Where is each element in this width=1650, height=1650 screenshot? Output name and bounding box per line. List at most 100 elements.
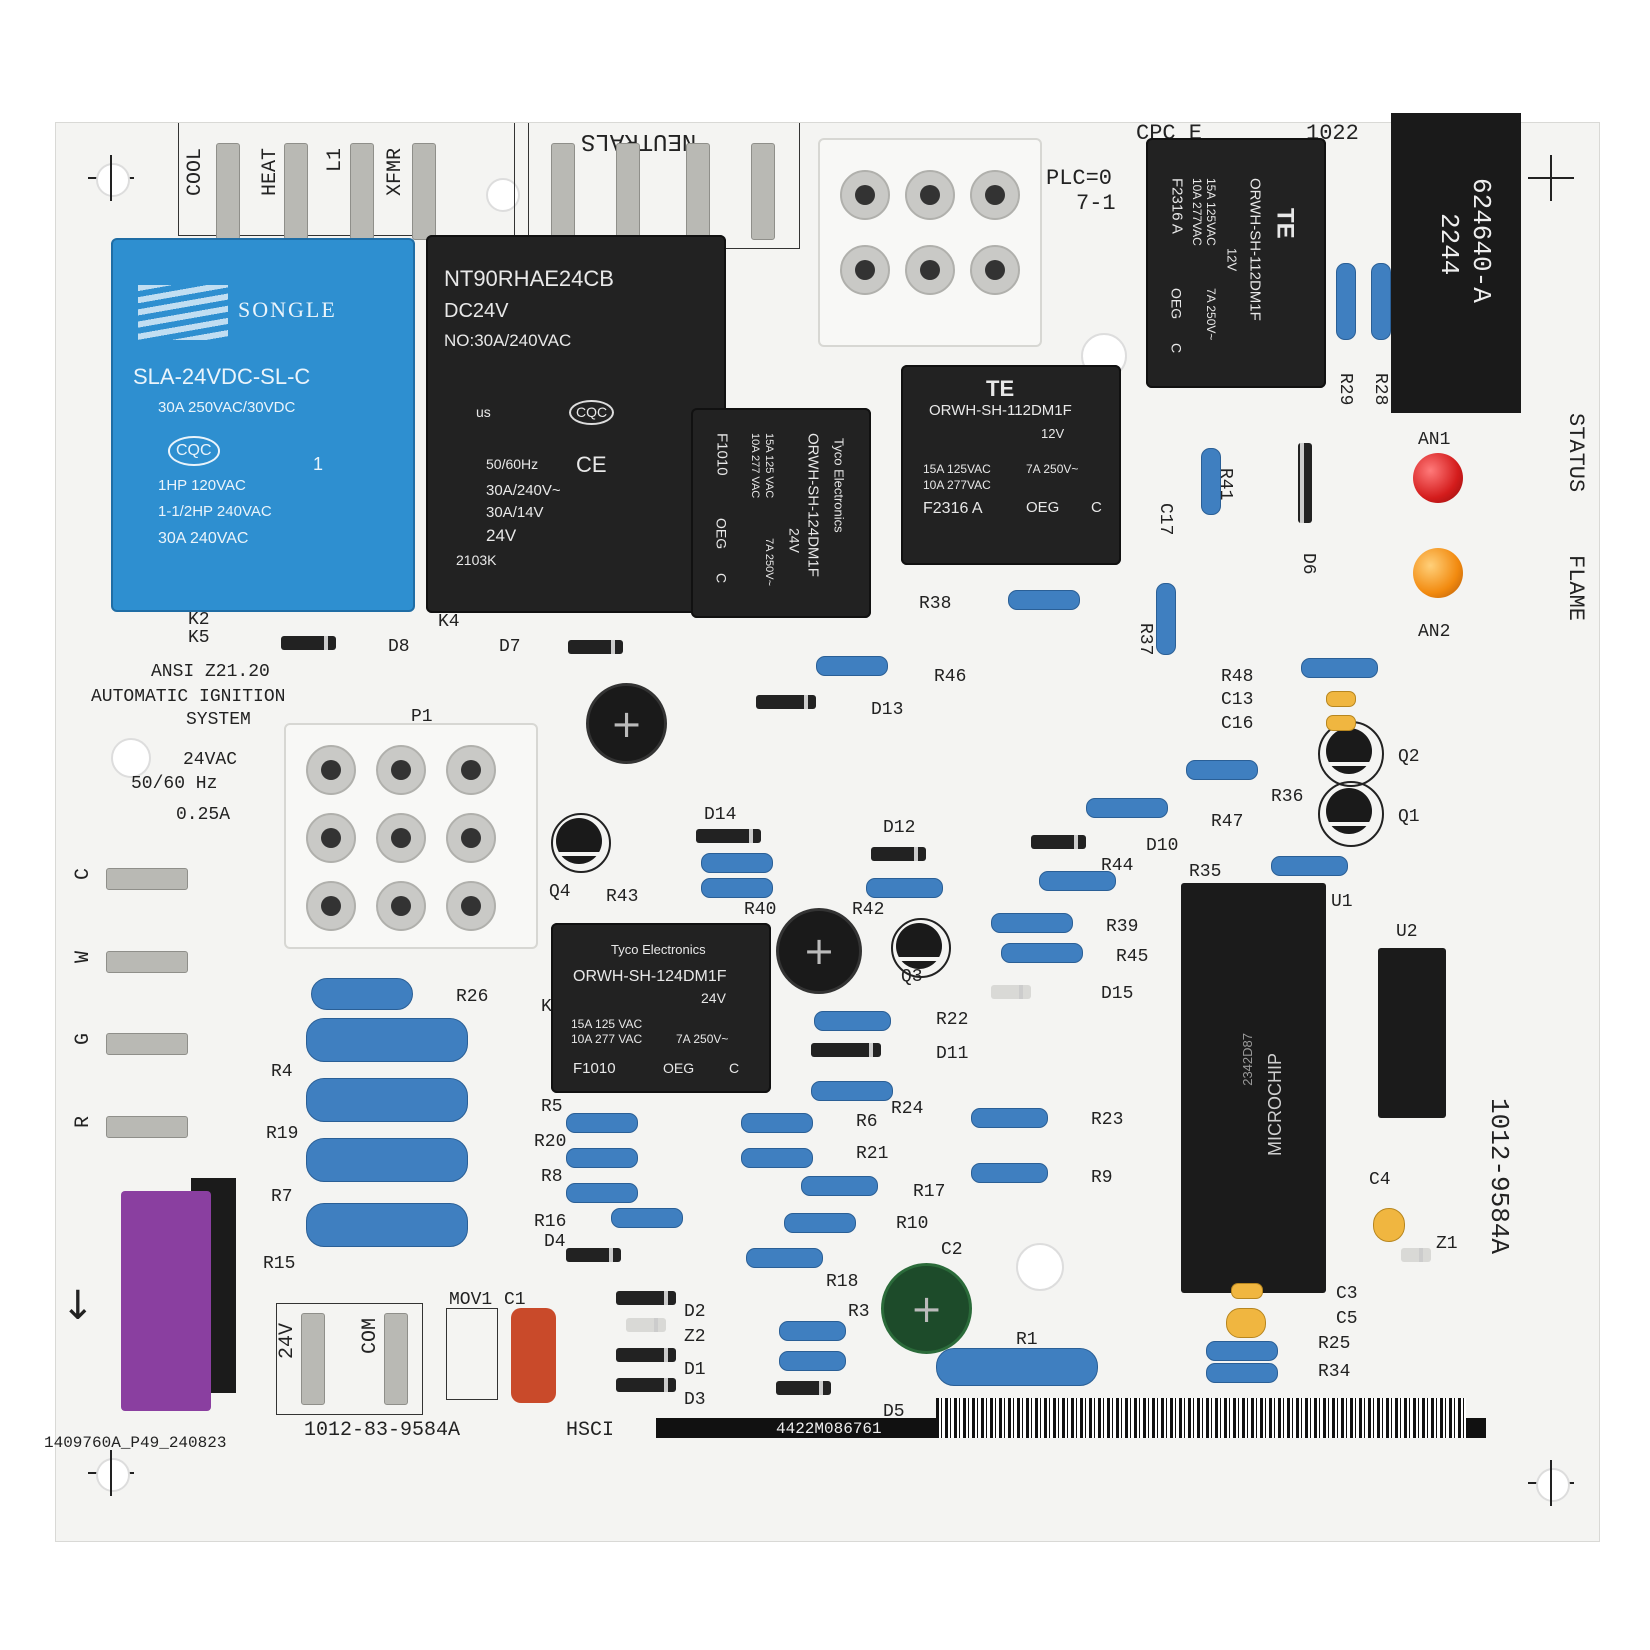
k1-r2: 10A 277 VAC — [571, 1032, 643, 1046]
resistor-r26 — [290, 978, 434, 1010]
neutral-terminal[interactable] — [686, 143, 710, 240]
automatic-text: AUTOMATIC IGNITION — [91, 687, 286, 707]
connector-p1[interactable] — [284, 723, 538, 949]
diode-d13 — [756, 695, 816, 709]
te-code: F2316 A — [923, 500, 983, 517]
u1-code: 2342D87 — [1240, 1033, 1255, 1086]
r22-label: R22 — [936, 1010, 969, 1030]
terminal-com[interactable] — [384, 1313, 408, 1405]
resistor-r23 — [950, 1108, 1069, 1128]
diode-d1 — [616, 1348, 676, 1362]
r39-label: R39 — [1106, 917, 1139, 937]
flame-led — [1413, 548, 1463, 598]
hole — [1016, 1243, 1064, 1291]
r5-label: R5 — [541, 1097, 563, 1117]
spade-terminal-l1[interactable] — [350, 143, 374, 240]
r3-label: R3 — [848, 1302, 870, 1322]
r21-label: R21 — [856, 1144, 889, 1164]
d4-label: D4 — [544, 1232, 566, 1252]
capacitor-c16 — [1326, 715, 1356, 731]
tyco-brand: Tyco Electronics — [831, 438, 847, 533]
terminal-c[interactable] — [106, 868, 188, 890]
fuse[interactable] — [121, 1191, 211, 1411]
k1-code: F1010 — [573, 1060, 616, 1077]
terminal-g[interactable] — [106, 1033, 188, 1055]
resistor-r15 — [285, 1203, 489, 1247]
mov-outline — [446, 1308, 498, 1400]
capacitor-c1 — [511, 1308, 556, 1403]
relay-songle-k5: SONGLE SLA-24VDC-SL-C 30A 250VAC/30VDC C… — [111, 238, 415, 612]
te-r2: 10A 277VAC — [923, 478, 991, 492]
terminal-24v[interactable] — [301, 1313, 325, 1405]
d3-label: D3 — [684, 1390, 706, 1410]
c13-label: C13 — [1221, 690, 1254, 710]
capacitor-c5 — [1226, 1308, 1266, 1338]
terminal-r[interactable] — [106, 1116, 188, 1138]
diode-d11 — [811, 1043, 881, 1057]
r42-label: R42 — [852, 900, 885, 920]
q4-outline — [551, 813, 611, 873]
c1-label: C1 — [504, 1290, 526, 1310]
resistor-r8 — [545, 1183, 659, 1203]
led-an1-label: AN1 — [1418, 430, 1451, 450]
r34-label: R34 — [1318, 1362, 1351, 1382]
resistor-r19 — [285, 1078, 489, 1122]
ref-k5-top: K2 — [188, 610, 210, 630]
r16-label: R16 — [534, 1212, 567, 1232]
terminal-w[interactable] — [106, 951, 188, 973]
relay-coil: 12V — [1224, 248, 1240, 272]
r36-label: R36 — [1271, 787, 1304, 807]
resistor-r28 — [1350, 263, 1412, 340]
k4-coil: DC24V — [444, 300, 509, 322]
p1-label: P1 — [411, 707, 433, 727]
capacitor-c4 — [1373, 1208, 1405, 1242]
r23-label: R23 — [1091, 1110, 1124, 1130]
connector-6pin[interactable] — [818, 138, 1042, 347]
spade-terminal-heat[interactable] — [284, 143, 308, 240]
diode-d3 — [616, 1378, 676, 1392]
spade-terminal-cool[interactable] — [216, 143, 240, 240]
resistor — [680, 853, 794, 873]
songle-rating1: 30A 250VAC/30VDC — [158, 399, 296, 416]
k4-contact: NO:30A/240VAC — [444, 331, 572, 350]
capacitor-electrolytic — [776, 908, 862, 994]
resistor-r22 — [793, 1011, 912, 1031]
resistor-r47 — [1065, 798, 1189, 818]
songle-rating4: 30A 240VAC — [158, 530, 249, 547]
relay-rating3: 7A 250V~ — [1204, 288, 1219, 341]
diode-d5 — [776, 1381, 831, 1395]
d1-label: D1 — [684, 1360, 706, 1380]
low-volt-frame — [276, 1303, 423, 1415]
d2-label: D2 — [684, 1302, 706, 1322]
relay-k1: Tyco Electronics ORWH-SH-124DM1F 24V 15A… — [551, 923, 771, 1093]
tyco-c: C — [713, 573, 730, 584]
spade-terminal-xfmr[interactable] — [412, 143, 436, 240]
songle-ul-suffix: 1 — [313, 454, 324, 474]
r1-label: R1 — [1016, 1330, 1038, 1350]
mounting-hole-top-right — [1528, 155, 1574, 201]
k1-oeg: OEG — [663, 1060, 695, 1076]
terminal-24v-label: 24V — [276, 1323, 299, 1360]
u1-brand: MICROCHIP — [1265, 1053, 1285, 1156]
diode-d15 — [991, 985, 1031, 999]
d13-label: D13 — [871, 700, 904, 720]
plc-sub-label: 7-1 — [1076, 191, 1116, 216]
circuit-board: COOL HEAT L1 XFMR NEUTRALS PLC=0 7-1 CPC… — [44, 113, 1600, 1542]
neutral-terminal[interactable] — [616, 143, 640, 240]
terminal-label-heat: HEAT — [259, 148, 282, 197]
plc-label: PLC=0 — [1046, 166, 1113, 191]
neutral-terminal[interactable] — [751, 143, 775, 240]
k4-rating1: 30A/240V~ — [486, 482, 561, 499]
k4-ul: us — [476, 404, 491, 420]
r7-label: R7 — [271, 1187, 293, 1207]
q2-label: Q2 — [1398, 747, 1420, 767]
r46-label: R46 — [934, 667, 967, 687]
k4-cert: CQC — [569, 400, 615, 426]
sticker-line2: 2244 — [1434, 213, 1464, 276]
k4-code: 2103K — [456, 552, 497, 568]
relay-oeg: OEG — [1168, 288, 1185, 320]
r29-label: R29 — [1335, 373, 1355, 406]
neutral-terminal[interactable] — [551, 143, 575, 240]
status-led — [1413, 453, 1463, 503]
microcontroller-u1: MICROCHIP 2342D87 — [1181, 883, 1326, 1293]
